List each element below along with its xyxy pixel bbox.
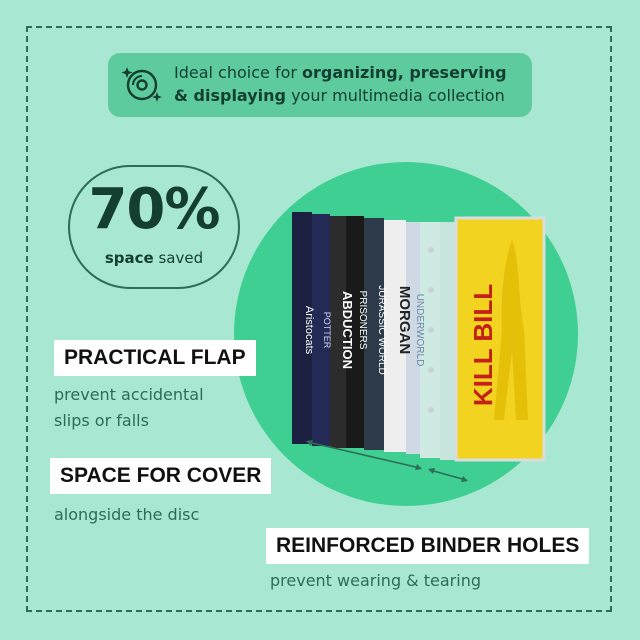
dvd-title-potter: POTTER bbox=[322, 312, 332, 349]
dashed-frame bbox=[26, 26, 612, 612]
dvd-title-aristocats: Aristocats bbox=[303, 306, 315, 355]
dvd-title-jurassic-world: JURASSIC WORLD bbox=[376, 285, 387, 374]
feature-title-practical-flap: PRACTICAL FLAP bbox=[54, 340, 256, 376]
headline-banner bbox=[108, 53, 532, 117]
feature-title-reinforced-binder-holes: REINFORCED BINDER HOLES bbox=[266, 528, 590, 564]
dvd-title-abduction: ABDUCTION bbox=[340, 291, 355, 369]
space-saved-number: 70% bbox=[88, 177, 220, 242]
dvd-title-morgan: MORGAN bbox=[396, 286, 413, 354]
feature-title-space-for-cover: SPACE FOR COVER bbox=[50, 458, 272, 494]
space-saved-badge: 70% space saved bbox=[68, 165, 240, 289]
dvd-title-underworld: UNDERWORLD bbox=[414, 294, 425, 367]
dvd-title-prisoners: PRISONERS bbox=[357, 291, 368, 350]
space-saved-label: space saved bbox=[104, 249, 204, 267]
disc-sparkle-icon bbox=[121, 67, 162, 102]
feature-desc-reinforced-binder-holes: prevent wearing & tearing bbox=[270, 571, 481, 590]
feature-desc-space-for-cover: alongside the disc bbox=[54, 505, 200, 524]
banner-text: Ideal choice for organizing, preserving … bbox=[174, 63, 507, 105]
feature-desc-practical-flap: prevent accidental slips or falls bbox=[54, 385, 204, 430]
dvd-title-kill-bill: KILL BILL bbox=[468, 284, 498, 406]
